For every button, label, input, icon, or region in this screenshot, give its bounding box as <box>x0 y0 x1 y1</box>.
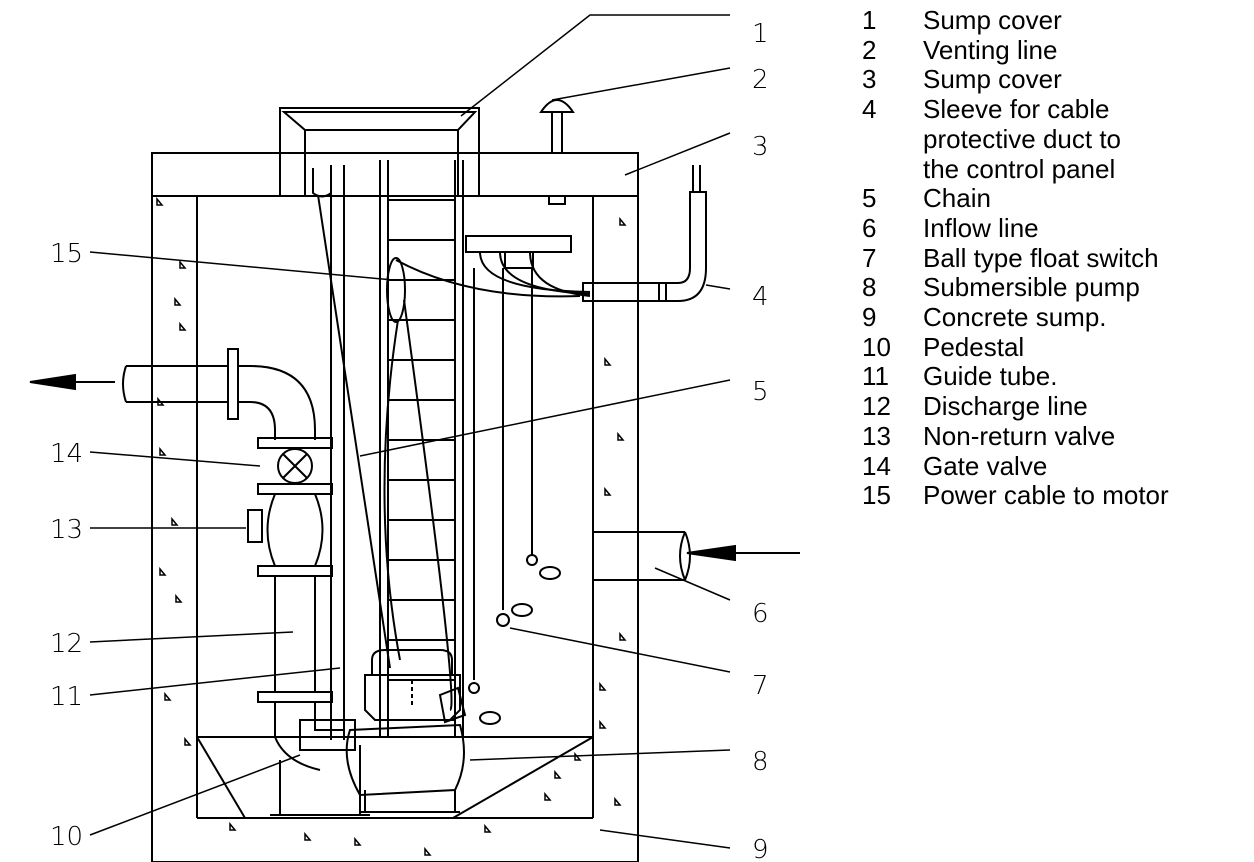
legend-item: 14 Gate valve <box>862 450 1254 482</box>
legend-item: 6 Inflow line <box>862 212 1254 244</box>
legend-item: 7 Ball type float switch <box>862 242 1254 274</box>
callout-3: 3 <box>752 132 769 162</box>
legend-number: 11 <box>862 361 889 392</box>
concrete-sump <box>151 152 639 862</box>
legend-number: 9 <box>862 302 877 333</box>
legend-number: 4 <box>862 94 877 125</box>
legend-number: 13 <box>862 420 891 451</box>
legend-label: Submersible pump <box>923 272 1140 303</box>
callout-12: 12 <box>50 629 83 659</box>
legend-number: 7 <box>862 242 877 273</box>
legend-number: 12 <box>862 391 891 422</box>
legend-label: Venting line <box>923 34 1058 65</box>
callout-2: 2 <box>752 65 769 95</box>
legend-number: 3 <box>862 64 877 95</box>
callout-14: 14 <box>50 439 83 469</box>
inflow-pipe <box>593 531 691 581</box>
legend-label: Sump cover <box>923 64 1062 95</box>
legend-label: Concrete sump. <box>923 302 1107 333</box>
legend-label: Inflow line <box>923 212 1039 243</box>
legend-number: 1 <box>862 5 877 35</box>
concrete-aggregate <box>156 196 627 856</box>
legend-number: 15 <box>862 480 891 511</box>
float-switches <box>468 251 591 725</box>
legend-label: Guide tube. <box>923 361 1058 392</box>
legend-item: 10 Pedestal <box>862 331 1254 363</box>
discharge-arrow <box>29 373 115 391</box>
pedestal <box>270 719 370 816</box>
legend-number: 2 <box>862 34 877 65</box>
legend-item: 12 Discharge line <box>862 391 1254 422</box>
callout-9: 9 <box>752 835 769 862</box>
legend-label: Chain <box>923 183 991 214</box>
legend-label: Power cable to motor <box>923 480 1169 511</box>
legend-item: 8 Submersible pump <box>862 273 1254 303</box>
legend-label: Non-return valve <box>923 420 1116 451</box>
discharge-pipe <box>122 348 345 771</box>
venting-line <box>539 99 575 205</box>
legend-item: 4 Sleeve for cable protective duct to the… <box>862 94 1254 184</box>
submersible-pump <box>345 649 467 813</box>
callout-7: 7 <box>752 671 769 701</box>
callout-4: 4 <box>752 282 769 312</box>
legend-label: Ball type float switch <box>923 242 1159 273</box>
legend-label: Sump cover <box>923 5 1062 35</box>
leader-lines <box>89 14 731 849</box>
callout-6: 6 <box>752 599 769 629</box>
callout-13: 13 <box>50 515 83 545</box>
callout-5: 5 <box>752 377 769 407</box>
callout-11: 11 <box>50 682 83 712</box>
legend-number: 8 <box>862 272 877 303</box>
legend-item: 2 Venting line <box>862 34 1254 66</box>
legend-item: 15 Power cable to motor <box>862 481 1254 511</box>
cable-duct <box>582 165 707 302</box>
legend-label: Gate valve <box>923 450 1048 481</box>
guide-tube <box>312 165 345 740</box>
callout-8: 8 <box>752 747 769 777</box>
callout-10: 10 <box>50 822 83 852</box>
legend-number: 10 <box>862 331 891 362</box>
legend-label: Sleeve for cable protective duct to the … <box>923 94 1121 184</box>
legend-item: 5 Chain <box>862 184 1254 214</box>
legend-item: 1 Sump cover <box>862 5 1254 36</box>
callout-15: 15 <box>50 239 83 269</box>
legend-number: 6 <box>862 212 877 243</box>
legend-item: 9 Concrete sump. <box>862 302 1254 333</box>
legend-label: Pedestal <box>923 331 1025 362</box>
inflow-arrow <box>686 544 800 562</box>
legend-item: 3 Sump cover <box>862 65 1254 95</box>
legend-item: 13 Non-return valve <box>862 420 1254 452</box>
callout-1: 1 <box>752 19 769 49</box>
legend-number: 5 <box>862 183 877 214</box>
legend-number: 14 <box>862 450 891 481</box>
legend-item: 11 Guide tube. <box>862 362 1254 392</box>
float-switch-bracket <box>465 235 572 269</box>
power-cable <box>383 257 581 711</box>
legend-label: Discharge line <box>923 391 1088 422</box>
